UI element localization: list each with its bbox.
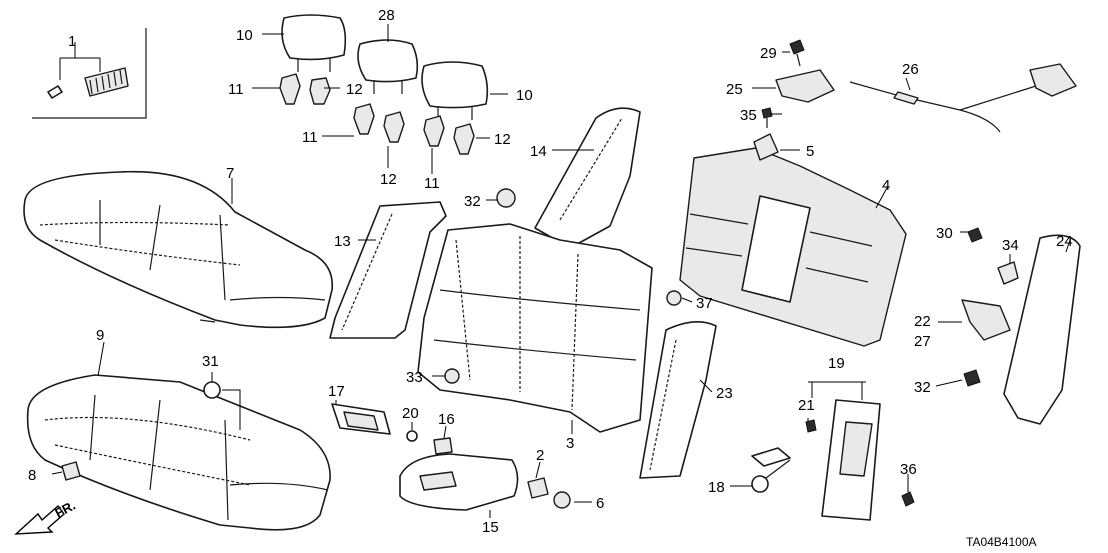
key-part-18 <box>751 447 791 493</box>
side-bolster-left-part-13 <box>329 201 447 339</box>
callout-22: 22 <box>914 313 931 330</box>
diagram-code: TA04B4100A <box>966 535 1037 549</box>
callout-8: 8 <box>28 467 36 484</box>
inset-box-part-1 <box>32 28 147 119</box>
seat-back-part-3 <box>417 223 653 433</box>
callout-33: 33 <box>406 369 423 386</box>
callout-20: 20 <box>402 405 419 422</box>
headrest-guides <box>279 73 475 155</box>
latch-part-25 <box>775 69 835 103</box>
callout-24: 24 <box>1056 233 1073 250</box>
callout-19: 19 <box>828 355 845 372</box>
callout-31: 31 <box>202 353 219 370</box>
small-fasteners <box>203 188 682 509</box>
callout-16: 16 <box>438 411 455 428</box>
callout-2: 2 <box>536 447 544 464</box>
callout-13: 13 <box>334 233 351 250</box>
bracket-part-5 <box>753 133 779 161</box>
callout-32a: 32 <box>464 193 481 210</box>
callout-21: 21 <box>798 397 815 414</box>
callout-11a: 11 <box>228 81 244 98</box>
callout-12a: 12 <box>346 81 363 98</box>
screw-part-21 <box>805 419 817 433</box>
side-bolster-right-part-23 <box>639 321 717 479</box>
armrest-upper-part-14 <box>534 107 641 249</box>
bezel-part-17 <box>331 403 391 435</box>
callout-37: 37 <box>696 295 713 312</box>
callout-17: 17 <box>328 383 345 400</box>
callout-28: 28 <box>378 7 395 24</box>
cable-part-26 <box>849 63 1077 133</box>
bolt-part-35 <box>761 107 773 128</box>
front-direction-arrow: FR. <box>14 498 78 535</box>
callout-9: 9 <box>96 327 104 344</box>
seat-cushion-upper <box>23 170 334 329</box>
callout-5: 5 <box>806 143 814 160</box>
callout-11c: 11 <box>424 175 440 192</box>
callout-3: 3 <box>566 435 574 452</box>
callout-labels: 1 10 28 10 11 12 11 12 11 12 7 9 13 14 3… <box>28 7 1073 536</box>
headrest-left-part-10 <box>281 14 347 72</box>
trim-panel-part-24 <box>1003 234 1081 425</box>
callout-23: 23 <box>716 385 733 402</box>
bolt-part-29 <box>789 39 805 67</box>
callout-18: 18 <box>708 479 725 496</box>
callout-4: 4 <box>882 177 890 194</box>
headrest-center-part-28 <box>357 39 419 94</box>
callout-26: 26 <box>902 61 919 78</box>
callout-36: 36 <box>900 461 917 478</box>
callout-30: 30 <box>936 225 953 242</box>
callout-34: 34 <box>1002 237 1019 254</box>
clip-part-36 <box>901 491 915 507</box>
headrest-right-part-10 <box>421 61 489 120</box>
clip-part-8 <box>61 461 81 481</box>
callout-1: 1 <box>68 33 76 50</box>
callout-15: 15 <box>482 519 499 536</box>
callout-27: 27 <box>914 333 931 350</box>
callout-29: 29 <box>760 45 777 62</box>
callout-35: 35 <box>740 107 757 124</box>
callout-14: 14 <box>530 143 547 160</box>
callout-10a: 10 <box>236 27 253 44</box>
callout-32b: 32 <box>914 379 931 396</box>
callout-10b: 10 <box>516 87 533 104</box>
seat-back-frame-part-4 <box>679 147 907 347</box>
pass-through-panel-part-19 <box>821 399 881 521</box>
callout-7: 7 <box>226 165 234 182</box>
callout-11b: 11 <box>302 129 318 146</box>
callout-25: 25 <box>726 81 743 98</box>
callout-6: 6 <box>596 495 604 512</box>
leader-lines <box>51 24 1071 518</box>
callout-12b: 12 <box>380 171 397 188</box>
seat-cushion-lower <box>26 374 331 531</box>
armrest-part-15 <box>399 453 519 511</box>
callout-12c: 12 <box>494 131 511 148</box>
fasteners-right <box>961 227 1019 387</box>
